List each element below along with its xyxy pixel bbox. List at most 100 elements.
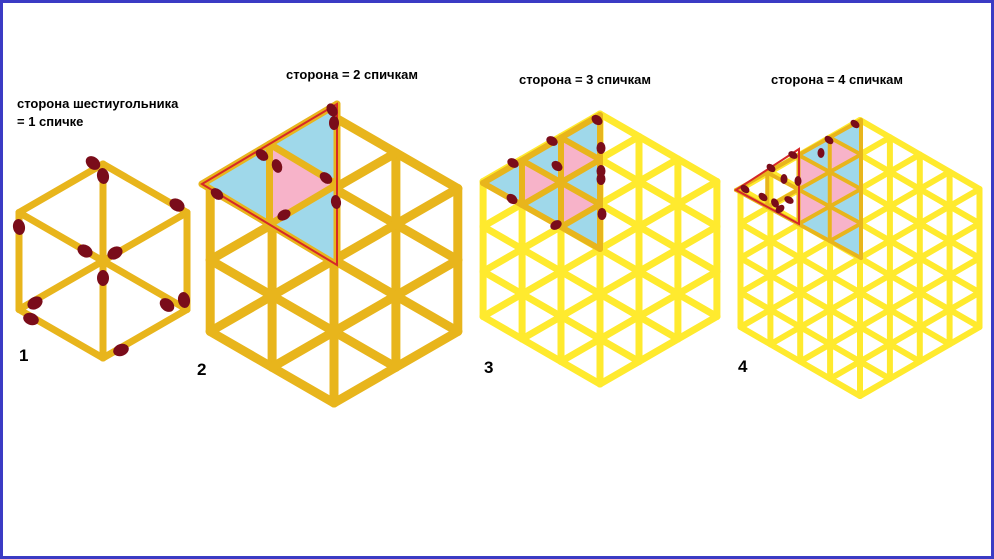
figure-3-match-head-2	[596, 142, 606, 154]
figure-1-match-head-10	[177, 292, 191, 308]
figure-4-match-head-2	[817, 148, 825, 158]
figure-1-match-head-9	[159, 298, 175, 312]
figure-2-number: 2	[197, 360, 207, 379]
figure-2-triangle-top	[269, 104, 337, 185]
figure-4-triangle-up-7	[798, 137, 830, 172]
figure-1-match-head-11	[113, 343, 129, 357]
figure-3-match-13	[479, 313, 604, 388]
figure-3-match-head-5	[506, 193, 518, 205]
figure-4-triangle-down-3	[829, 172, 861, 207]
figure-4-match-25	[827, 289, 983, 382]
figure-2-match-head-1	[255, 149, 269, 161]
figure-2-match-head-0	[326, 103, 338, 117]
figure-2-triangle-center	[269, 144, 337, 225]
figure-1-match-head-2	[169, 198, 185, 212]
figure-3-match-head-1	[546, 136, 558, 146]
figure-1-match-head-1	[96, 168, 110, 184]
figure-3-highlight-match-b0	[480, 112, 603, 186]
figure-1-caption-line2: = 1 спичке	[17, 114, 84, 129]
figure-4-triangle-up-6	[829, 223, 861, 258]
figure-3-highlight-match-c2	[519, 157, 603, 208]
figure-4-highlight-match-b1	[765, 152, 863, 209]
figure-4-triangle-down-10	[798, 189, 830, 224]
figure-2-match-14	[329, 327, 463, 408]
figure-4-match-23	[767, 220, 983, 348]
figure-1-match-head-6	[97, 270, 109, 286]
figure-1-match-head-3	[12, 219, 26, 235]
figure-3-triangle-up-5	[522, 137, 561, 183]
figure-3-match-head-4	[551, 160, 563, 172]
figure-4-match-head-11	[775, 204, 785, 214]
figure-2-match-head-6	[330, 195, 342, 209]
figure-4-triangle-up-4	[829, 189, 861, 224]
figure-2-red-outline	[200, 102, 338, 267]
figure-3-match-7	[596, 110, 721, 185]
figure-3-match-head-9	[596, 165, 606, 177]
figure-2-match-head-2	[271, 159, 283, 173]
figure-4-number: 4	[738, 357, 748, 376]
figure-1-match-head-7	[27, 296, 43, 310]
figure-4-match-head-1	[824, 135, 834, 145]
figure-3-match-20	[596, 313, 721, 388]
figure-4-match-24	[797, 255, 983, 365]
figure-4-match-head-5	[780, 174, 788, 184]
figure-4-red-outline	[734, 147, 800, 226]
figure-4-match-head-8	[771, 198, 779, 208]
figure-4-match-26	[857, 324, 983, 399]
figure-1-number: 1	[19, 346, 29, 365]
figure-4-highlight-match-c1	[827, 135, 863, 157]
figure-4-triangle-down-1	[829, 137, 861, 172]
figure-4-match-head-3	[788, 151, 798, 159]
match-hexagons-drawing	[12, 100, 983, 408]
figure-3-match-18	[518, 223, 721, 343]
figure-4-match-14	[737, 220, 953, 348]
figure-1-match-head-4	[77, 244, 93, 258]
figure-1-caption-line1: сторона шестиугольника	[17, 96, 179, 111]
figure-2-match-head-4	[319, 172, 333, 184]
figure-3-triangle-down-3	[561, 182, 600, 227]
figure-3-match-head-0	[591, 114, 603, 126]
figure-2-triangle-left	[202, 144, 270, 225]
figure-3-triangle-down-1	[561, 137, 600, 183]
figure-3-match-11	[479, 223, 682, 343]
figure-4-match-head-0	[850, 119, 860, 129]
figure-4-match-head-9	[784, 196, 794, 204]
figure-4-triangle-down-8	[798, 155, 830, 190]
figure-4-highlight-match-b3	[827, 221, 863, 243]
figure-4-highlight-match-c2	[796, 153, 863, 191]
figure-3-caption: сторона = 3 спичкам	[519, 72, 651, 87]
figure-4-triangle-up-2	[829, 154, 861, 189]
figure-3-triangle-up-7	[522, 182, 561, 227]
figure-2-match-8	[205, 255, 401, 372]
figure-1-match-head-8	[23, 312, 39, 326]
figure-3-match-19	[557, 268, 721, 365]
figure-3-highlight-match-c1	[558, 134, 603, 163]
figure-3-match-head-3	[507, 158, 519, 168]
figure-4-match-head-4	[766, 163, 776, 173]
figure-1-caption: сторона шестиугольника = 1 спичке	[17, 95, 178, 131]
figure-4-match-head-10	[794, 176, 802, 186]
figure-4-match-16	[737, 289, 893, 382]
figure-3-triangle-up-4	[561, 204, 600, 249]
figure-3-triangle-down-6	[522, 160, 561, 205]
figure-3-match-head-7	[550, 220, 562, 230]
figure-2-match-head-5	[277, 209, 291, 221]
figure-4-match-head-6	[740, 184, 750, 194]
figure-3-triangle-up-0	[561, 115, 600, 160]
figure-3-highlight-match-base	[480, 180, 603, 252]
figure-2-triangle-bottom	[269, 184, 337, 265]
figure-1-match-head-5	[107, 246, 123, 260]
figure-2-match-13	[267, 255, 463, 372]
figure-4-match-head-7	[758, 192, 768, 202]
figure-4-triangle-up-11	[798, 206, 830, 241]
figure-4-caption: сторона = 4 спичкам	[771, 72, 903, 87]
figure-3-highlight-match-b2	[558, 201, 603, 230]
figure-3-number: 3	[484, 358, 494, 377]
figure-4-triangle-up-9	[798, 172, 830, 207]
figure-4-triangle-up-0	[829, 120, 861, 155]
figure-3-triangle-up-8	[483, 160, 522, 205]
figure-2-match-head-7	[329, 116, 339, 130]
figure-1-spoke-match-2	[99, 257, 191, 313]
figure-2-match-head-3	[210, 188, 224, 200]
